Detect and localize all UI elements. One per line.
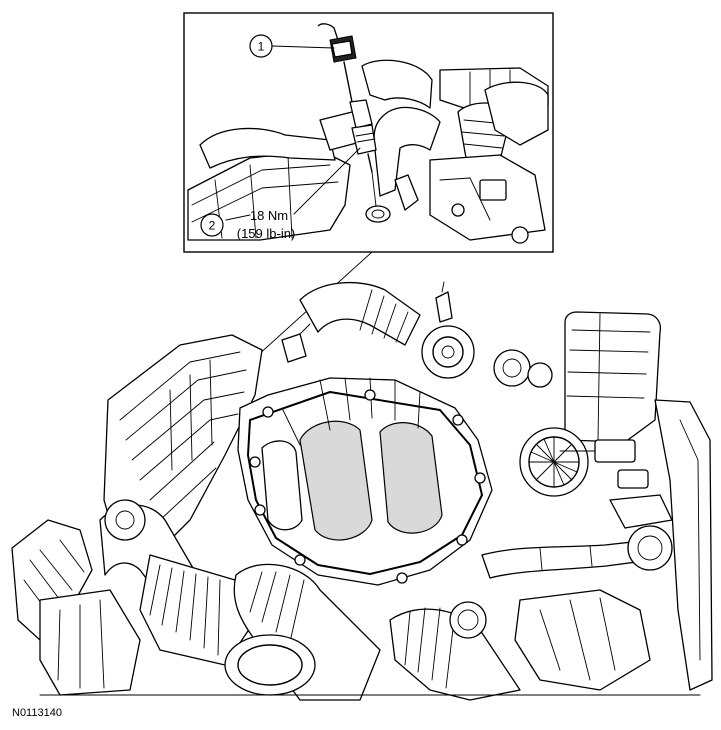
torque-spec: 18 Nm (159 lb-in)	[237, 208, 296, 241]
callout-1: 1	[249, 34, 273, 58]
callout-2: 2	[200, 213, 224, 237]
callout-1-number: 1	[258, 40, 265, 54]
torque-imperial: (159 lb-in)	[237, 226, 296, 241]
engine-illustration	[11, 281, 713, 701]
figure-id: N0113140	[12, 707, 62, 719]
detail-inset: 1 2 18 Nm (159 lb-in)	[183, 12, 554, 253]
callout-2-number: 2	[209, 219, 216, 233]
torque-metric: 18 Nm	[250, 208, 288, 223]
